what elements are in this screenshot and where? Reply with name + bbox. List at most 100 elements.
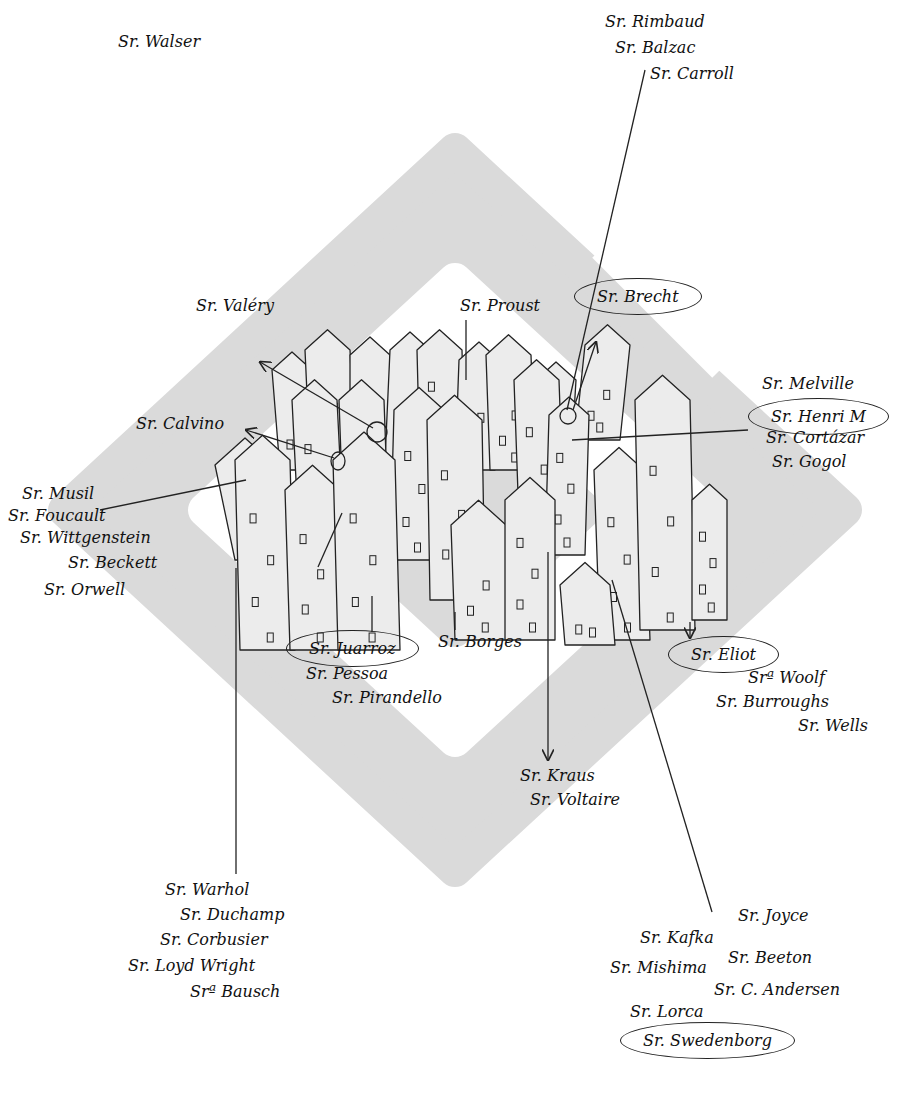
house-window [441,471,447,480]
street-label: Sr. Cortázar [766,428,864,447]
house-outline [451,500,510,640]
street-label: Sr. Musil [22,484,94,503]
leader-line [246,430,334,458]
house-window [268,556,274,565]
marker-circle [367,422,387,442]
circled-street: Sr. Brecht [574,278,702,315]
house-window [443,550,449,559]
house-window [482,623,488,632]
house-window [318,570,324,579]
circled-street: Sr. Swedenborg [620,1022,795,1059]
leader-line [100,480,246,510]
street-label: Sr. Balzac [615,38,695,57]
street-label: Sr. Pirandello [332,688,442,707]
street-label: Sr. Loyd Wright [128,956,255,975]
house-window [710,559,716,568]
house [560,563,615,646]
street-name: Sr. Swedenborg [643,1031,772,1050]
house-window [541,465,547,474]
house-window [500,436,506,445]
street-label: Sr. Kafka [640,928,714,947]
house-window [300,535,306,544]
house-window [526,428,532,437]
leader-line [371,596,372,632]
watermark-shape [65,150,845,870]
leader-line [689,622,690,638]
circled-street: Sr. Juarroz [286,630,419,667]
house-window [350,514,356,523]
house-window [352,598,358,607]
house-window [624,555,630,564]
street-label: Sr. Carroll [650,64,734,83]
street-label: Sr. Wells [798,716,868,735]
house [451,500,510,640]
house-window [483,581,489,590]
street-name: Sr. Brecht [597,287,679,306]
house-window [608,518,614,527]
street-label: Sr. Foucault [8,506,106,525]
street-name: Sr. Eliot [691,645,756,664]
house [333,432,400,650]
house-window [370,556,376,565]
house [635,375,695,630]
house-window [568,484,574,493]
house-window [590,628,596,637]
leader-line [547,552,548,760]
marker-circle [560,408,576,424]
street-label: Sr. Warhol [165,880,249,899]
street-label: Sr. Duchamp [180,905,284,924]
house-outline [333,432,400,650]
circled-street: Sr. Eliot [668,636,779,673]
street-label: Sr. Walser [118,32,200,51]
street-label: Sr. Gogol [772,452,846,471]
street-label: Sr. Corbusier [160,930,268,949]
street-label: Sr. Lorca [630,1002,703,1021]
street-label: Sr. C. Andersen [714,980,840,999]
leader-lines [100,70,748,912]
leader-line [573,342,596,410]
house-window [302,605,308,614]
house-outline [692,484,727,620]
house-window [252,598,258,607]
house-window [652,568,658,577]
house-window [557,453,563,462]
leader-line [612,580,712,912]
house-window [576,625,582,634]
house-window [708,603,714,612]
street-label: Sr. Rimbaud [605,12,705,31]
leader-line [567,70,645,410]
watermark-shape [205,280,705,740]
house-window [668,517,674,526]
house-outline [560,563,615,646]
street-label: Sr. Melville [762,374,854,393]
house-window [597,423,603,432]
street-label: Sr. Wittgenstein [20,528,151,547]
street-label: Sr. Proust [460,296,540,315]
house-window [267,633,273,642]
street-label: Sr. Pessoa [306,664,388,683]
street-label: Sr. Valéry [196,296,274,315]
house-window [700,585,706,594]
street-label: Sr. Orwell [44,580,125,599]
street-label: Sr. Burroughs [716,692,829,711]
house-window [667,613,673,622]
leader-line [572,430,748,440]
watermark [65,150,845,870]
house-window [532,569,538,578]
house-window [403,518,409,527]
leader-line [260,362,373,428]
house-window [419,485,425,494]
street-label: Sr. Beeton [728,948,812,967]
house-window [650,466,656,475]
street-label: Srª Bausch [190,982,280,1001]
street-label: Sr. Borges [438,632,522,651]
street-label: Sr. Voltaire [530,790,620,809]
street-name: Sr. Juarroz [309,639,396,658]
house-window [415,543,421,552]
street-label: Sr. Calvino [136,414,224,433]
house-window [555,515,561,524]
house-window [405,452,411,461]
street-label: Sr. Joyce [738,906,809,925]
street-label: Sr. Beckett [68,553,157,572]
